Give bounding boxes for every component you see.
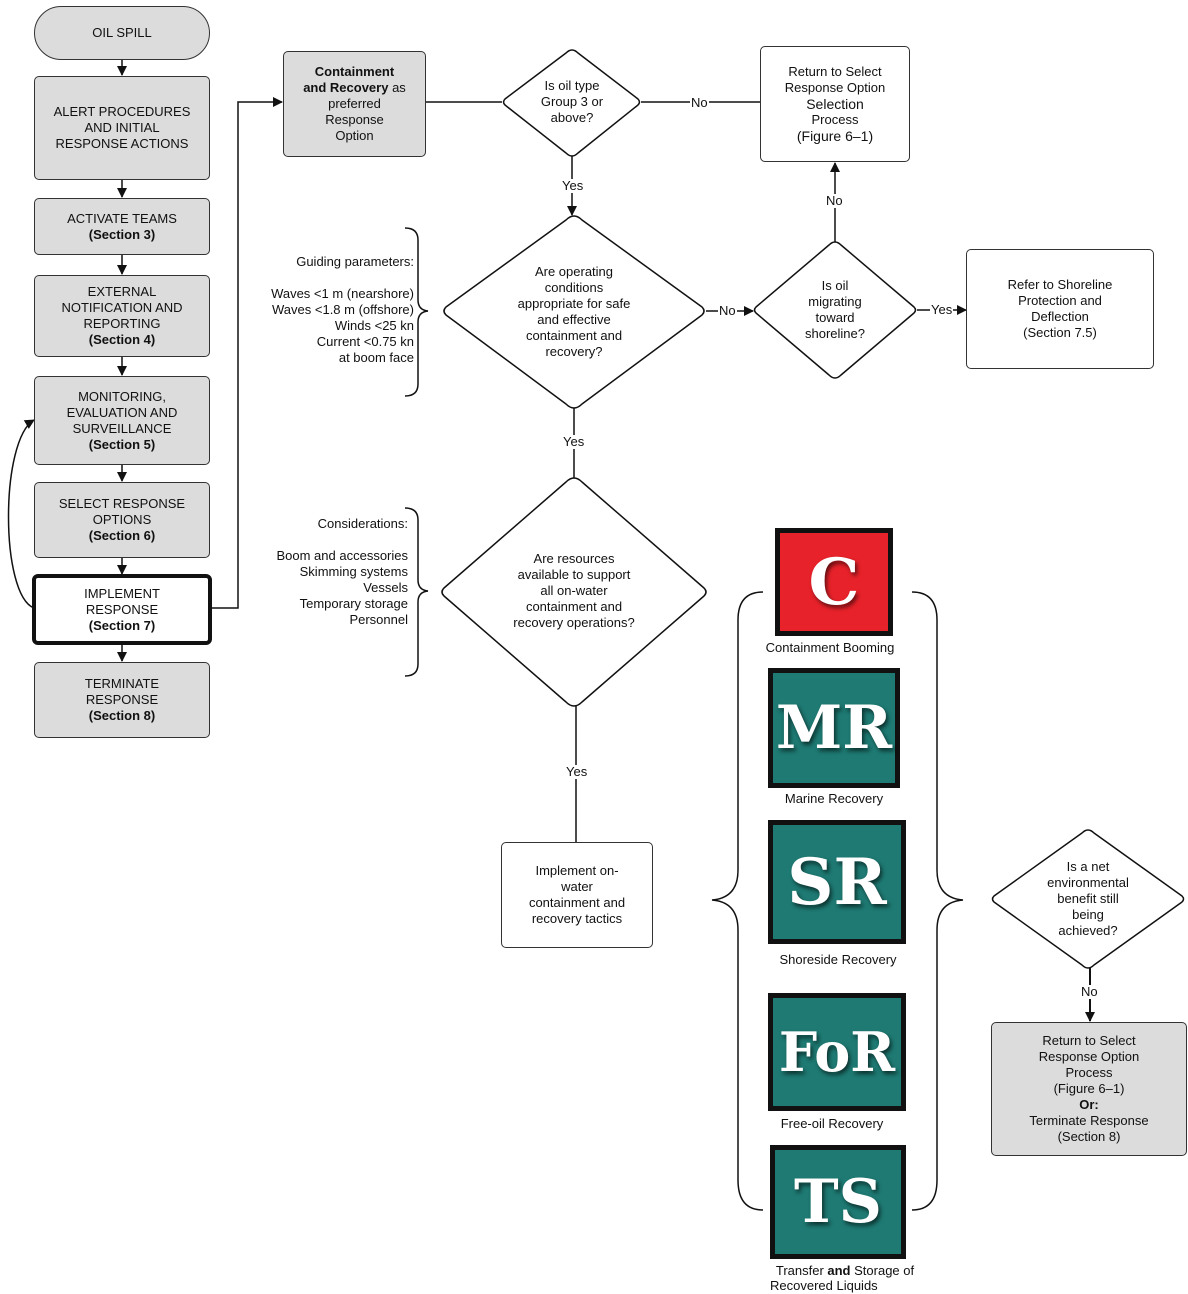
decision-resources-diamond: [441, 477, 707, 707]
terminate-line: TERMINATE: [84, 676, 160, 691]
decision-oil-type-text: Is oil type Group 3 or above?: [540, 78, 604, 125]
considerations-brace: [404, 507, 429, 677]
select-line: SELECT RESPONSE: [58, 496, 186, 511]
decision-operating-text: Are operating conditions appropriate for…: [517, 264, 631, 359]
considerations-item: Skimming systems: [299, 564, 408, 579]
containment-recovery-box: Containment and Recovery as preferred Re…: [283, 51, 426, 157]
arrow-feedback-loop: [7, 419, 35, 609]
implement-line: RESPONSE: [85, 601, 159, 617]
tiles-right-brace: [911, 591, 964, 1211]
decision-operating-diamond: [443, 215, 705, 409]
external-notification-box: EXTERNAL NOTIFICATION AND REPORTING (Sec…: [34, 275, 210, 357]
label-yes-resources: Yes: [565, 764, 589, 779]
guiding-item: Waves <1 m (nearshore): [271, 286, 414, 301]
implement-tactics-box: Implement on- water containment and reco…: [501, 842, 653, 948]
label-no-migrating: No: [825, 193, 844, 208]
label-no-benefit: No: [1080, 984, 1099, 999]
containment-line-1: Containment: [314, 64, 395, 79]
guiding-item: Winds <25 kn: [334, 318, 414, 333]
considerations-item: Temporary storage: [299, 596, 408, 611]
return-select-top-box: Return to Select Response Option Selecti…: [760, 46, 910, 162]
shoreline-protection-box: Refer to Shoreline Protection and Deflec…: [966, 249, 1154, 369]
implement-response-box: IMPLEMENT RESPONSE (Section 7): [32, 574, 212, 645]
tile-shoreside-recovery: SR: [768, 820, 906, 944]
containment-line-2: and Recovery as: [303, 80, 406, 95]
activate-teams-box: ACTIVATE TEAMS (Section 3): [34, 198, 210, 255]
decision-resources-text: Are resources available to support all o…: [513, 551, 635, 630]
tiles-left-brace: [711, 591, 764, 1211]
label-yes-migrating: Yes: [930, 302, 954, 317]
caption-transfer-storage: Transfer and Storage of Recovered Liquid…: [770, 1263, 915, 1293]
select-response-box: SELECT RESPONSE OPTIONS (Section 6): [34, 482, 210, 558]
external-line: NOTIFICATION AND: [61, 300, 183, 315]
caption-free-oil-recovery: Free-oil Recovery: [780, 1116, 884, 1131]
caption-marine-recovery: Marine Recovery: [784, 791, 884, 806]
decision-migrating-diamond: [753, 241, 917, 379]
select-section: (Section 6): [88, 528, 156, 543]
guiding-title: Guiding parameters:: [296, 254, 414, 269]
alert-line: AND INITIAL: [84, 120, 160, 135]
alert-line: RESPONSE ACTIONS: [55, 136, 189, 151]
tile-transfer-storage: TS: [770, 1145, 906, 1259]
containment-line: preferred: [328, 96, 381, 111]
or-label: Or:: [1079, 1097, 1099, 1112]
external-line: REPORTING: [83, 316, 161, 331]
decision-migrating-text: Is oil migrating toward shoreline?: [805, 278, 865, 341]
considerations: Considerations: Boom and accessories Ski…: [246, 516, 408, 628]
activate-title: ACTIVATE TEAMS: [67, 210, 177, 226]
caption-containment-booming: Containment Booming: [765, 640, 895, 655]
return-terminate-box: Return to Select Response Option Process…: [991, 1022, 1187, 1156]
containment-line: Option: [335, 128, 374, 143]
arrow-implement-to-containment: [211, 97, 283, 609]
caption-shoreside-recovery: Shoreside Recovery: [779, 952, 897, 967]
guiding-parameters: Guiding parameters: Waves <1 m (nearshor…: [246, 254, 414, 366]
select-line: OPTIONS: [92, 512, 152, 527]
guiding-item: Waves <1.8 m (offshore): [272, 302, 414, 317]
activate-section: (Section 3): [88, 226, 156, 242]
considerations-item: Vessels: [363, 580, 408, 595]
label-yes-operating: Yes: [562, 434, 586, 449]
decision-benefit-text: Is a net environmental benefit still bei…: [1047, 859, 1129, 938]
terminate-line: RESPONSE: [85, 692, 159, 707]
considerations-item: Boom and accessories: [276, 548, 408, 563]
tile-marine-recovery: MR: [768, 668, 900, 788]
oil-spill-start: OIL SPILL: [34, 6, 210, 60]
label-no-operating: No: [718, 303, 737, 318]
alert-line: ALERT PROCEDURES: [53, 104, 191, 119]
terminate-response-box: TERMINATE RESPONSE (Section 8): [34, 662, 210, 738]
implement-section: (Section 7): [88, 617, 156, 633]
decision-oil-type-diamond: [502, 49, 641, 157]
considerations-item: Personnel: [349, 612, 408, 627]
tile-containment-booming: C: [775, 528, 893, 636]
label-yes-oiltype: Yes: [561, 178, 585, 193]
tile-free-oil-recovery: FoR: [768, 993, 906, 1111]
monitoring-line: MONITORING,: [78, 388, 166, 404]
guiding-item: at boom face: [338, 350, 414, 365]
external-line: EXTERNAL: [87, 284, 157, 299]
terminate-section: (Section 8): [88, 708, 156, 723]
implement-line: IMPLEMENT: [84, 585, 160, 601]
guiding-item: Current <0.75 kn: [316, 334, 414, 349]
guiding-brace: [404, 227, 429, 397]
monitoring-section: (Section 5): [88, 436, 156, 452]
monitoring-line: SURVEILLANCE: [72, 420, 172, 436]
alert-procedures-box: ALERT PROCEDURES AND INITIAL RESPONSE AC…: [34, 76, 210, 180]
external-section: (Section 4): [88, 332, 156, 347]
decision-benefit-diamond: [991, 829, 1185, 969]
oil-spill-label: OIL SPILL: [92, 25, 152, 40]
containment-line: Response: [325, 112, 384, 127]
monitoring-line: EVALUATION AND: [66, 404, 178, 420]
monitoring-box: MONITORING, EVALUATION AND SURVEILLANCE …: [34, 376, 210, 465]
considerations-title: Considerations:: [317, 516, 408, 531]
label-no-oiltype: No: [690, 95, 709, 110]
